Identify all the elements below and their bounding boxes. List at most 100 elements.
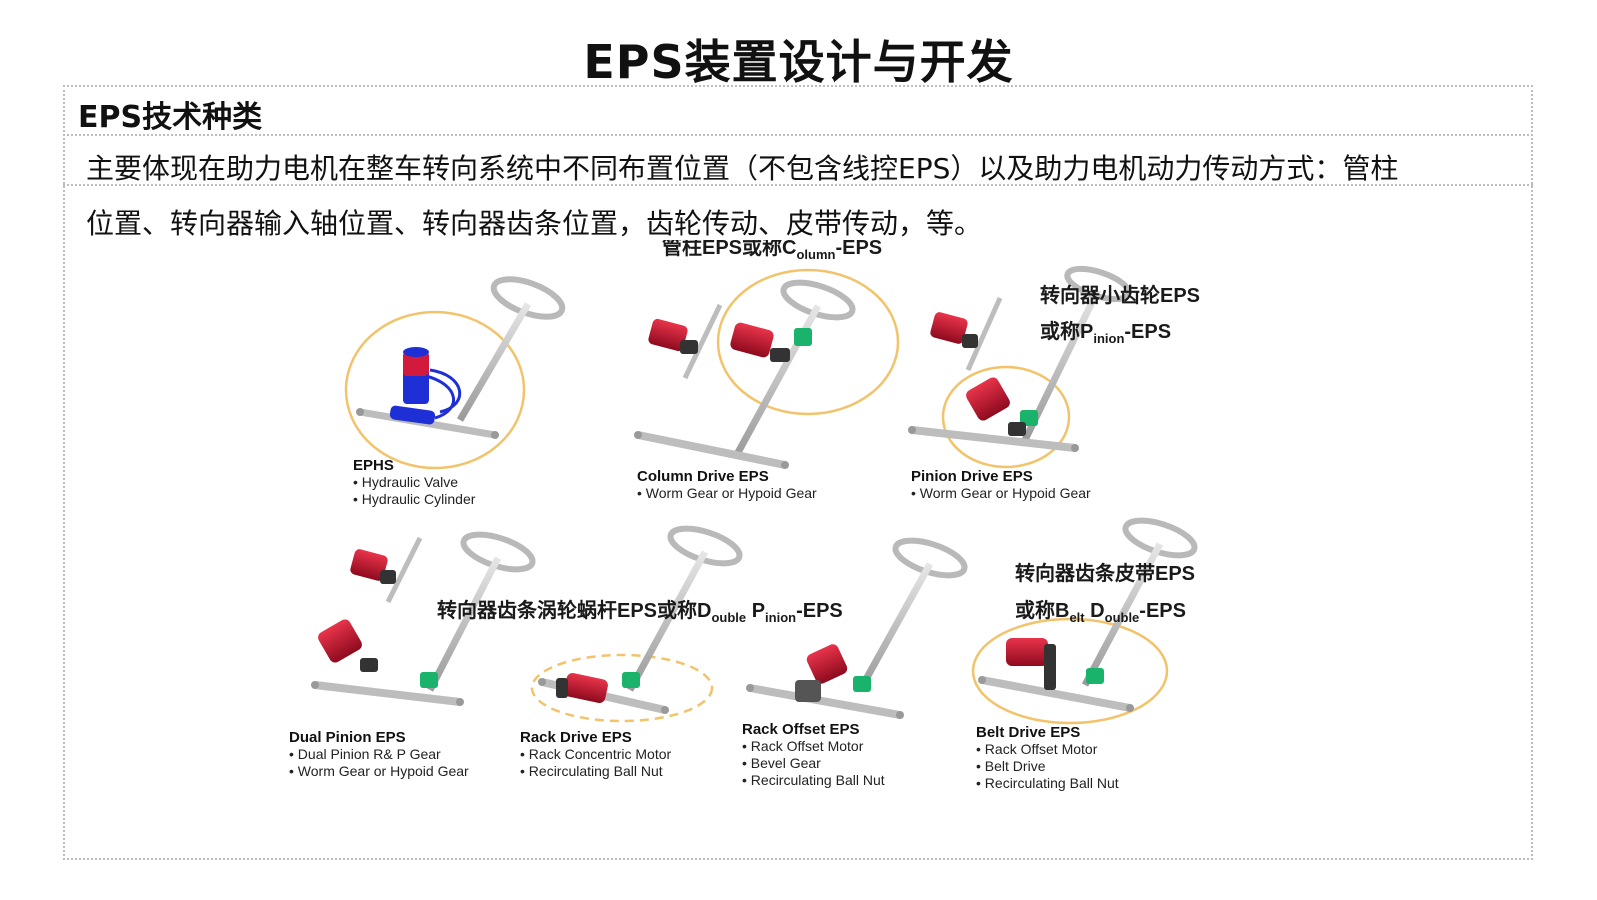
svg-text:• Rack Concentric Motor: • Rack Concentric Motor: [520, 746, 672, 762]
caption-bullet: •: [637, 485, 646, 501]
motor-icon: [930, 312, 968, 344]
motor-icon: [318, 619, 362, 663]
caption-bullet: •: [353, 491, 362, 507]
annotation-part: -EPS: [1139, 600, 1186, 622]
diagram-item: Dual Pinion R& P Gear: [298, 746, 441, 762]
svg-text:• Hydraulic Cylinder: • Hydraulic Cylinder: [353, 491, 476, 507]
divider-middle: [63, 184, 1533, 186]
diagram-item: Worm Gear or Hypoid Gear: [920, 485, 1091, 501]
diagram-item: Rack Offset Motor: [751, 738, 864, 754]
svg-text:• Rack Offset Motor: • Rack Offset Motor: [742, 738, 864, 754]
diagram-title: Pinion Drive EPS: [911, 468, 1033, 485]
belt-drive-icon: [1044, 644, 1056, 690]
annotation-part: 或称B: [1015, 598, 1069, 622]
diagram-column-drive-eps: [634, 268, 900, 469]
annotation-part: -EPS: [835, 240, 882, 259]
diagram-rack-drive-eps: [530, 525, 743, 723]
diagram-item: Recirculating Ball Nut: [751, 772, 885, 788]
svg-text:• Worm Gear or Hypoid Gear: • Worm Gear or Hypoid Gear: [289, 763, 469, 779]
caption-bullet: •: [520, 763, 529, 779]
pinion-gear-icon: [1086, 668, 1104, 684]
worm-gear-icon: [1020, 410, 1038, 426]
section-subtitle: EPS技术种类: [78, 100, 263, 135]
diagram-title: Rack Offset EPS: [742, 721, 860, 738]
annotation-subscript: ouble: [711, 610, 746, 625]
caption-bullet: •: [742, 755, 751, 771]
svg-text:• Recirculating Ball Nut: • Recirculating Ball Nut: [742, 772, 885, 788]
annotation-belt-eps: 或称Belt Double-EPS: [1015, 598, 1186, 625]
annotation-part: -EPS: [796, 600, 843, 622]
diagram-ephs: [344, 276, 566, 470]
annotation-double-pinion-eps: 转向器齿条涡轮蜗杆EPS或称Double Pinion-EPS: [437, 598, 843, 625]
diagram-rack-offset-eps: [746, 537, 968, 719]
steering-wheel-icon: [490, 276, 566, 320]
diagram-title: Dual Pinion EPS: [289, 729, 406, 746]
annotation-subscript: inion: [1093, 331, 1124, 346]
rack-motor-icon: [564, 673, 608, 703]
paragraph-line-2: 位置、转向器输入轴位置、转向器齿条位置，齿轮传动、皮带传动，等。: [86, 207, 983, 240]
diagram-belt-drive-eps: [971, 517, 1198, 725]
caption-bullet: •: [742, 738, 751, 754]
svg-text:• Worm Gear or Hypoid Gear: • Worm Gear or Hypoid Gear: [911, 485, 1091, 501]
diagram-item: Rack Offset Motor: [985, 741, 1098, 757]
annotation-part: 或称P: [1040, 319, 1093, 343]
pinion-gear-icon: [853, 676, 871, 692]
bevel-gear-icon: [795, 680, 821, 702]
diagram-pinion-drive-eps: [908, 265, 1132, 469]
annotation-subscript: inion: [765, 610, 796, 625]
diagram-item: Recirculating Ball Nut: [985, 775, 1119, 791]
content-frame: [63, 85, 1533, 860]
pinion-gear-icon: [622, 672, 640, 688]
diagram-item: Hydraulic Cylinder: [362, 491, 476, 507]
steering-wheel-icon: [780, 279, 856, 321]
caption-bullet: •: [976, 775, 985, 791]
annotation-part: D: [1085, 600, 1105, 622]
steering-wheel-icon: [892, 537, 968, 579]
annotation-subscript: ouble: [1105, 610, 1140, 625]
annotation-pinion-eps: 或称Pinion-EPS: [1040, 319, 1171, 346]
caption-bullet: •: [353, 474, 362, 490]
pinion-gear-icon: [420, 672, 438, 688]
annotation-part: -EPS: [1124, 321, 1171, 343]
caption-bullet: •: [289, 746, 298, 762]
annotation-pinion-title: 转向器小齿轮EPS: [1040, 283, 1200, 307]
caption-bullet: •: [520, 746, 529, 762]
svg-text:• Belt Drive: • Belt Drive: [976, 758, 1046, 774]
diagram-dual-pinion-eps: [311, 531, 536, 706]
caption-bullet: •: [976, 741, 985, 757]
diagram-title: Rack Drive EPS: [520, 729, 632, 746]
svg-text:• Rack Offset Motor: • Rack Offset Motor: [976, 741, 1098, 757]
steering-wheel-icon: [1122, 517, 1198, 559]
motor-icon: [648, 318, 688, 352]
motor-icon: [806, 644, 848, 684]
divider-top: [63, 134, 1533, 136]
svg-text:• Worm Gear or Hypoid Gear: • Worm Gear or Hypoid Gear: [637, 485, 817, 501]
diagram-item: Hydraulic Valve: [362, 474, 458, 490]
caption-bullet: •: [742, 772, 751, 788]
caption-bullet: •: [911, 485, 920, 501]
annotation-belt-title: 转向器齿条皮带EPS: [1015, 561, 1195, 585]
diagram-title: EPHS: [353, 457, 394, 474]
diagram-item: Bevel Gear: [751, 755, 821, 771]
annotation-part: 转向器齿条涡轮蜗杆EPS或称D: [437, 598, 711, 622]
worm-gear-icon: [794, 328, 812, 346]
motor-icon: [966, 377, 1010, 421]
paragraph-line-1: 主要体现在助力电机在整车转向系统中不同布置位置（不包含线控EPS）以及助力电机动…: [86, 152, 1399, 185]
diagram-item: Recirculating Ball Nut: [529, 763, 663, 779]
annotation-part: 管柱EPS或称C: [662, 240, 796, 259]
annotation-subscript: olumn: [796, 247, 835, 262]
caption-bullet: •: [289, 763, 298, 779]
motor-icon: [730, 322, 774, 358]
diagram-title: Belt Drive EPS: [976, 724, 1080, 741]
steering-wheel-icon: [667, 525, 743, 567]
page-title: EPS装置设计与开发: [583, 35, 1014, 89]
steering-wheel-icon: [460, 531, 536, 573]
motor-icon: [1006, 638, 1048, 666]
hydraulic-cylinder-icon: [389, 405, 436, 425]
motor-icon: [350, 549, 388, 581]
caption-bullet: •: [976, 758, 985, 774]
annotation-subscript: elt: [1069, 610, 1085, 625]
svg-text:• Dual Pinion R& P Gear: • Dual Pinion R& P Gear: [289, 746, 441, 762]
diagram-item: Worm Gear or Hypoid Gear: [646, 485, 817, 501]
diagram-item: Belt Drive: [985, 758, 1046, 774]
